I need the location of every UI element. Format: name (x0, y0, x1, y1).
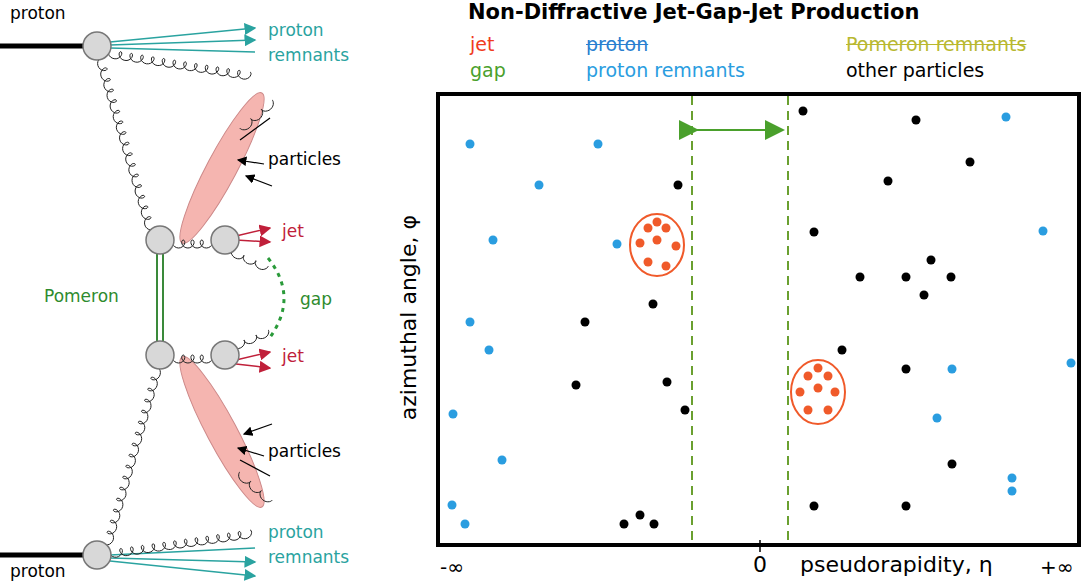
gluon-line (172, 240, 212, 248)
particle-dot (681, 406, 690, 415)
particle-dot (966, 158, 975, 167)
particle-dot (902, 273, 911, 282)
particle-dot (620, 520, 629, 529)
particle-dot (485, 346, 494, 355)
particle-dot (810, 502, 819, 511)
gluon-line (98, 57, 154, 230)
particle-dot (662, 262, 671, 271)
particle-dot (856, 273, 865, 282)
chart-title: Non-Diffractive Jet-Gap-Jet Production (468, 0, 919, 24)
gluon-line (172, 355, 212, 363)
particle-dot (804, 406, 813, 415)
gluon-line (108, 50, 251, 79)
jet-label: jet (282, 222, 304, 242)
particle-label: proton (10, 562, 66, 582)
particle-dot (933, 414, 942, 423)
legend-entry: other particles (846, 60, 984, 82)
particle-dot (489, 236, 498, 245)
axis-tick: +∞ (1040, 556, 1073, 579)
particle-dot (804, 372, 813, 381)
particle-label: proton remnants (268, 18, 358, 67)
particle-dot (653, 236, 662, 245)
axis-title: pseudorapidity, η (800, 552, 993, 577)
legend-entry: Pomeron remnants (846, 34, 1026, 56)
legend-entry: gap (470, 60, 506, 82)
particle-label: particles (268, 150, 341, 170)
particle-dot (948, 365, 957, 374)
particle-dot (644, 258, 653, 267)
particle-dot (649, 300, 658, 309)
axis-title: azimuthal angle, φ (396, 215, 421, 420)
gluon-line (239, 472, 272, 502)
particle-dot (902, 365, 911, 374)
particle-dot (884, 177, 893, 186)
particle-dot (448, 501, 457, 510)
particle-label: particles (268, 442, 341, 462)
particle-dot (644, 224, 653, 233)
particle-dot (799, 107, 808, 116)
particle-dot (674, 181, 683, 190)
gluon-line (232, 330, 269, 349)
particle-dot (920, 291, 929, 300)
particle-dot (1067, 359, 1076, 368)
particle-dot (1008, 474, 1017, 483)
particle-dot (636, 239, 645, 248)
particle-dot (449, 410, 458, 419)
gluon-line (231, 250, 268, 270)
particle-dot (838, 346, 847, 355)
particle-dot (636, 511, 645, 520)
particle-dot (947, 273, 956, 282)
axis-tick: -∞ (440, 556, 464, 579)
particle-dot (653, 218, 662, 227)
particle-dot (814, 364, 823, 373)
particle-dot (912, 116, 921, 125)
particle-dot (594, 140, 603, 149)
particle-dot (814, 384, 823, 393)
particle-dot (498, 456, 507, 465)
particle-dot (810, 228, 819, 237)
jet-label: jet (282, 347, 304, 367)
exchange-label: Pomeron (44, 287, 119, 307)
particle-dot (824, 406, 833, 415)
particle-dot (948, 460, 957, 469)
particle-dot (796, 388, 805, 397)
particle-dot (650, 520, 659, 529)
particle-dot (461, 520, 470, 529)
particle-dot (1039, 227, 1048, 236)
particle-dot (672, 242, 681, 251)
particle-label: proton remnants (268, 520, 358, 569)
particle-dot (1002, 113, 1011, 122)
particle-dot (466, 140, 475, 149)
particle-dot (535, 181, 544, 190)
gluon-line (109, 530, 252, 557)
particle-dot (902, 502, 911, 511)
particle-dot (663, 378, 672, 387)
particle-label: proton (10, 4, 66, 24)
gap-label: gap (300, 290, 332, 310)
particle-dot (824, 372, 833, 381)
particle-dot (613, 240, 622, 249)
particle-dot (1008, 487, 1017, 496)
particle-dot (466, 318, 475, 327)
particle-dot (662, 224, 671, 233)
gluon-line (104, 366, 160, 545)
particle-dot (572, 381, 581, 390)
particle-dot (581, 318, 590, 327)
legend-entry: jet (470, 34, 494, 56)
particle-dot (927, 256, 936, 265)
particle-dot (831, 388, 840, 397)
legend-entry: proton remnants (586, 60, 745, 82)
axis-tick: 0 (753, 552, 767, 577)
legend-entry: proton (586, 34, 648, 56)
gluon-line (240, 100, 273, 130)
